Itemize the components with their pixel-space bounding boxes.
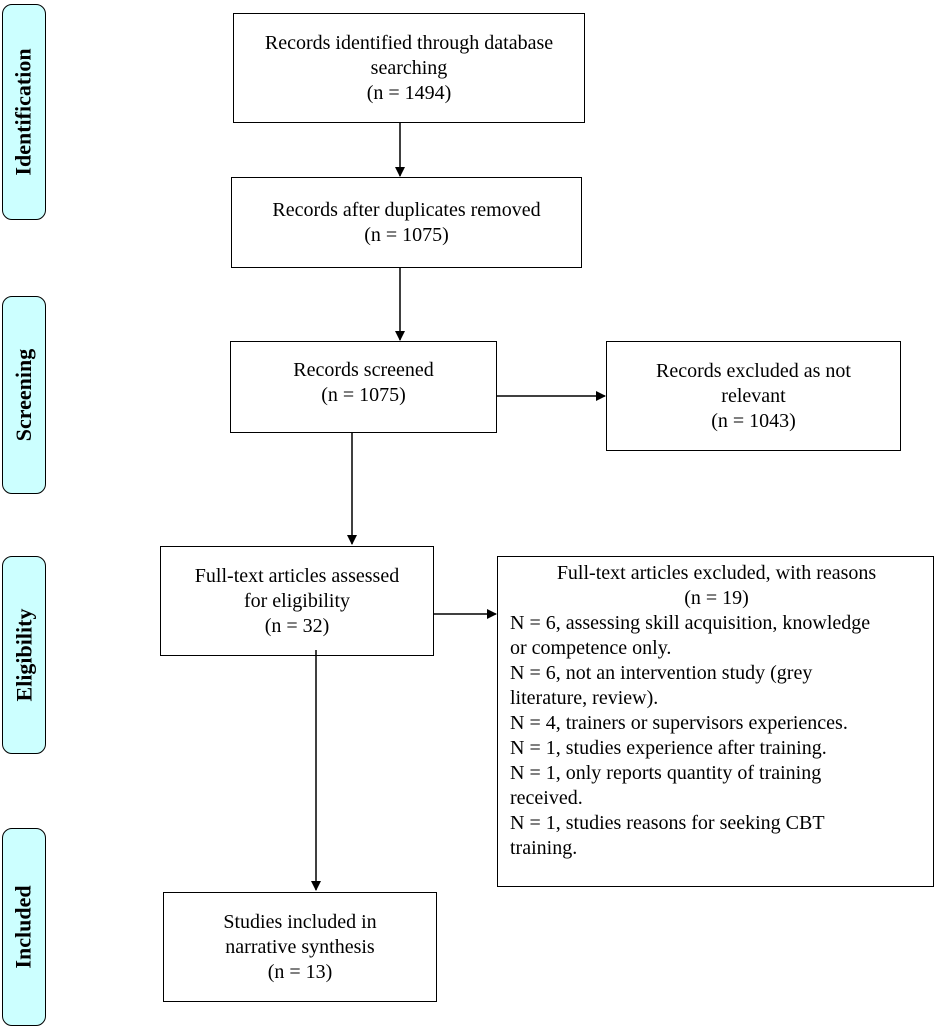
records-screened-box: Records screened (n = 1075) [230,341,497,433]
records-excluded-line1: Records excluded as not [656,359,851,382]
records-excluded-count: (n = 1043) [711,409,796,432]
records-deduplicated-line1: Records after duplicates removed [272,198,541,221]
exclusion-reason-line: N = 1, studies reasons for seeking CBT [510,812,825,834]
records-identified-line1: Records identified through database [264,31,554,54]
exclusion-reason-line: training. [510,837,578,859]
exclusion-reason-line: N = 1, only reports quantity of training [510,762,822,784]
phase-label-included: Included [2,828,46,1026]
records-excluded-box: Records excluded as not relevant (n = 10… [606,341,901,451]
exclusion-reason-line: N = 4, trainers or supervisors experienc… [510,712,848,734]
records-identified-box: Records identified through database sear… [233,13,585,123]
studies-included-box: Studies included in narrative synthesis … [163,892,437,1002]
studies-included-count: (n = 13) [267,960,333,983]
exclusion-reason-line: literature, review). [510,687,659,709]
phase-label-identification: Identification [2,4,46,220]
phase-label-eligibility: Eligibility [2,556,46,754]
exclusion-reason-line: N = 6, not an intervention study (grey [510,662,813,684]
studies-included-line2: narrative synthesis [225,935,375,958]
exclusion-reason-line: N = 6, assessing skill acquisition, know… [510,612,871,634]
records-deduplicated-count: (n = 1075) [364,223,449,246]
studies-included-line1: Studies included in [223,910,377,933]
records-deduplicated-box: Records after duplicates removed (n = 10… [231,177,582,268]
records-identified-count: (n = 1494) [366,81,452,104]
fulltext-assessed-count: (n = 32) [264,614,330,637]
phase-label-screening: Screening [2,296,46,494]
records-identified-line2: searching [370,56,448,79]
records-excluded-line2: relevant [721,384,786,407]
exclusion-reason-line: received. [510,787,583,809]
fulltext-excluded-count: (n = 19) [684,587,749,609]
fulltext-assessed-box: Full-text articles assessed for eligibil… [160,546,434,656]
exclusion-reason-line: N = 1, studies experience after training… [510,737,827,759]
fulltext-assessed-line2: for eligibility [243,589,351,612]
fulltext-excluded-title: Full-text articles excluded, with reason… [556,562,877,584]
fulltext-excluded-box: Full-text articles excluded, with reason… [497,556,934,887]
fulltext-assessed-line1: Full-text articles assessed [194,564,400,587]
exclusion-reason-line: or competence only. [510,637,672,659]
records-screened-line1: Records screened [293,359,434,381]
records-screened-count: (n = 1075) [321,384,406,406]
